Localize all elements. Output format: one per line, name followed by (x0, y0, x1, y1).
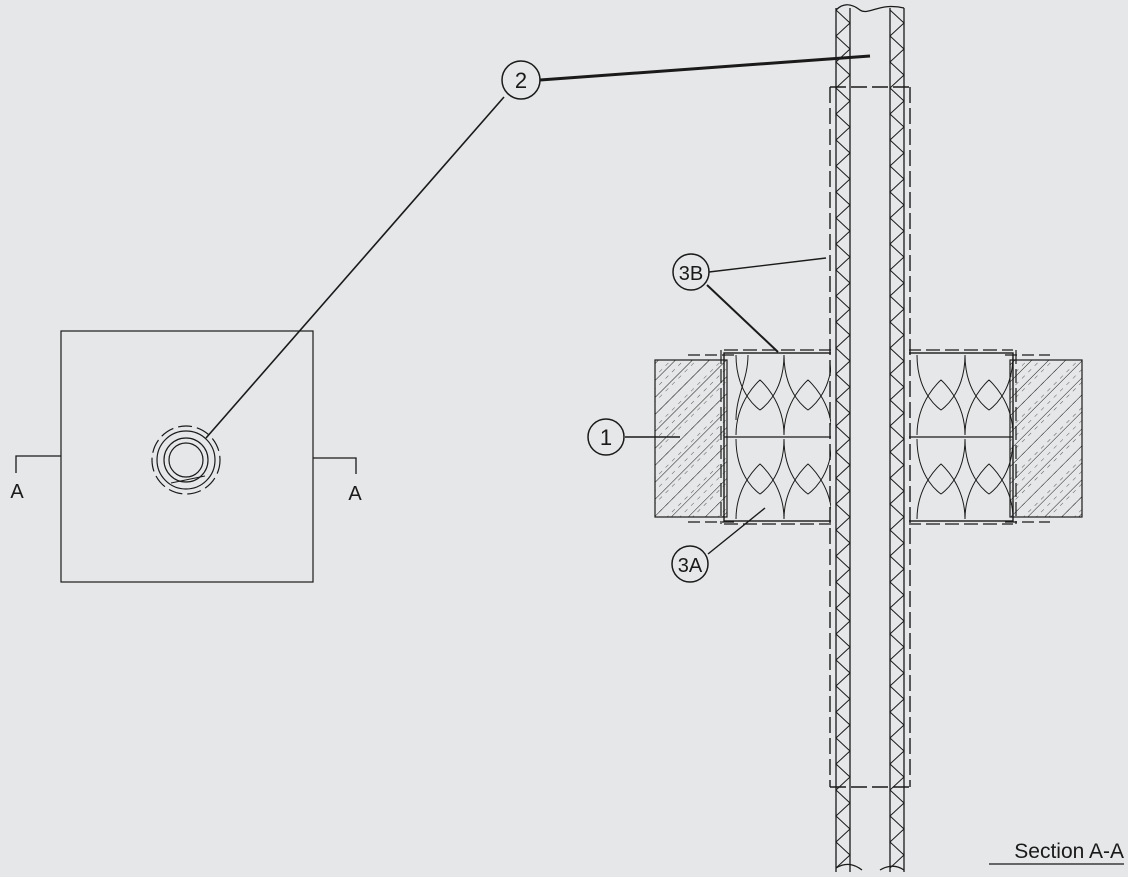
packing-left (720, 349, 833, 525)
leader-lines (205, 54, 871, 555)
callout-sealant: 3B (672, 253, 710, 291)
wall-right (1009, 359, 1083, 518)
plan-view: A A (10, 330, 362, 583)
callout-pipe: 2 (501, 60, 541, 100)
callout-sealant-label: 3B (679, 263, 703, 285)
sealant-layer (829, 86, 911, 788)
plan-pipe (151, 425, 221, 495)
callout-packing: 3A (671, 545, 709, 583)
section-title-text: Section A-A (1014, 840, 1124, 863)
plan-wall-outline (60, 330, 314, 583)
section-title: Section A-A (989, 840, 1124, 865)
packing-right (906, 349, 1017, 525)
callout-wall-label: 1 (600, 425, 612, 450)
section-cut-right (313, 457, 357, 474)
section-cut-left (15, 455, 61, 473)
section-mark-left: A (10, 481, 24, 503)
pipe-wall-hatch (835, 9, 905, 869)
wall-left (654, 359, 728, 518)
section-view (654, 0, 1083, 872)
callout-pipe-label: 2 (515, 68, 527, 93)
section-mark-right: A (348, 483, 362, 505)
callout-wall: 1 (587, 418, 625, 456)
callout-packing-label: 3A (678, 555, 703, 577)
pipe (831, 0, 909, 872)
